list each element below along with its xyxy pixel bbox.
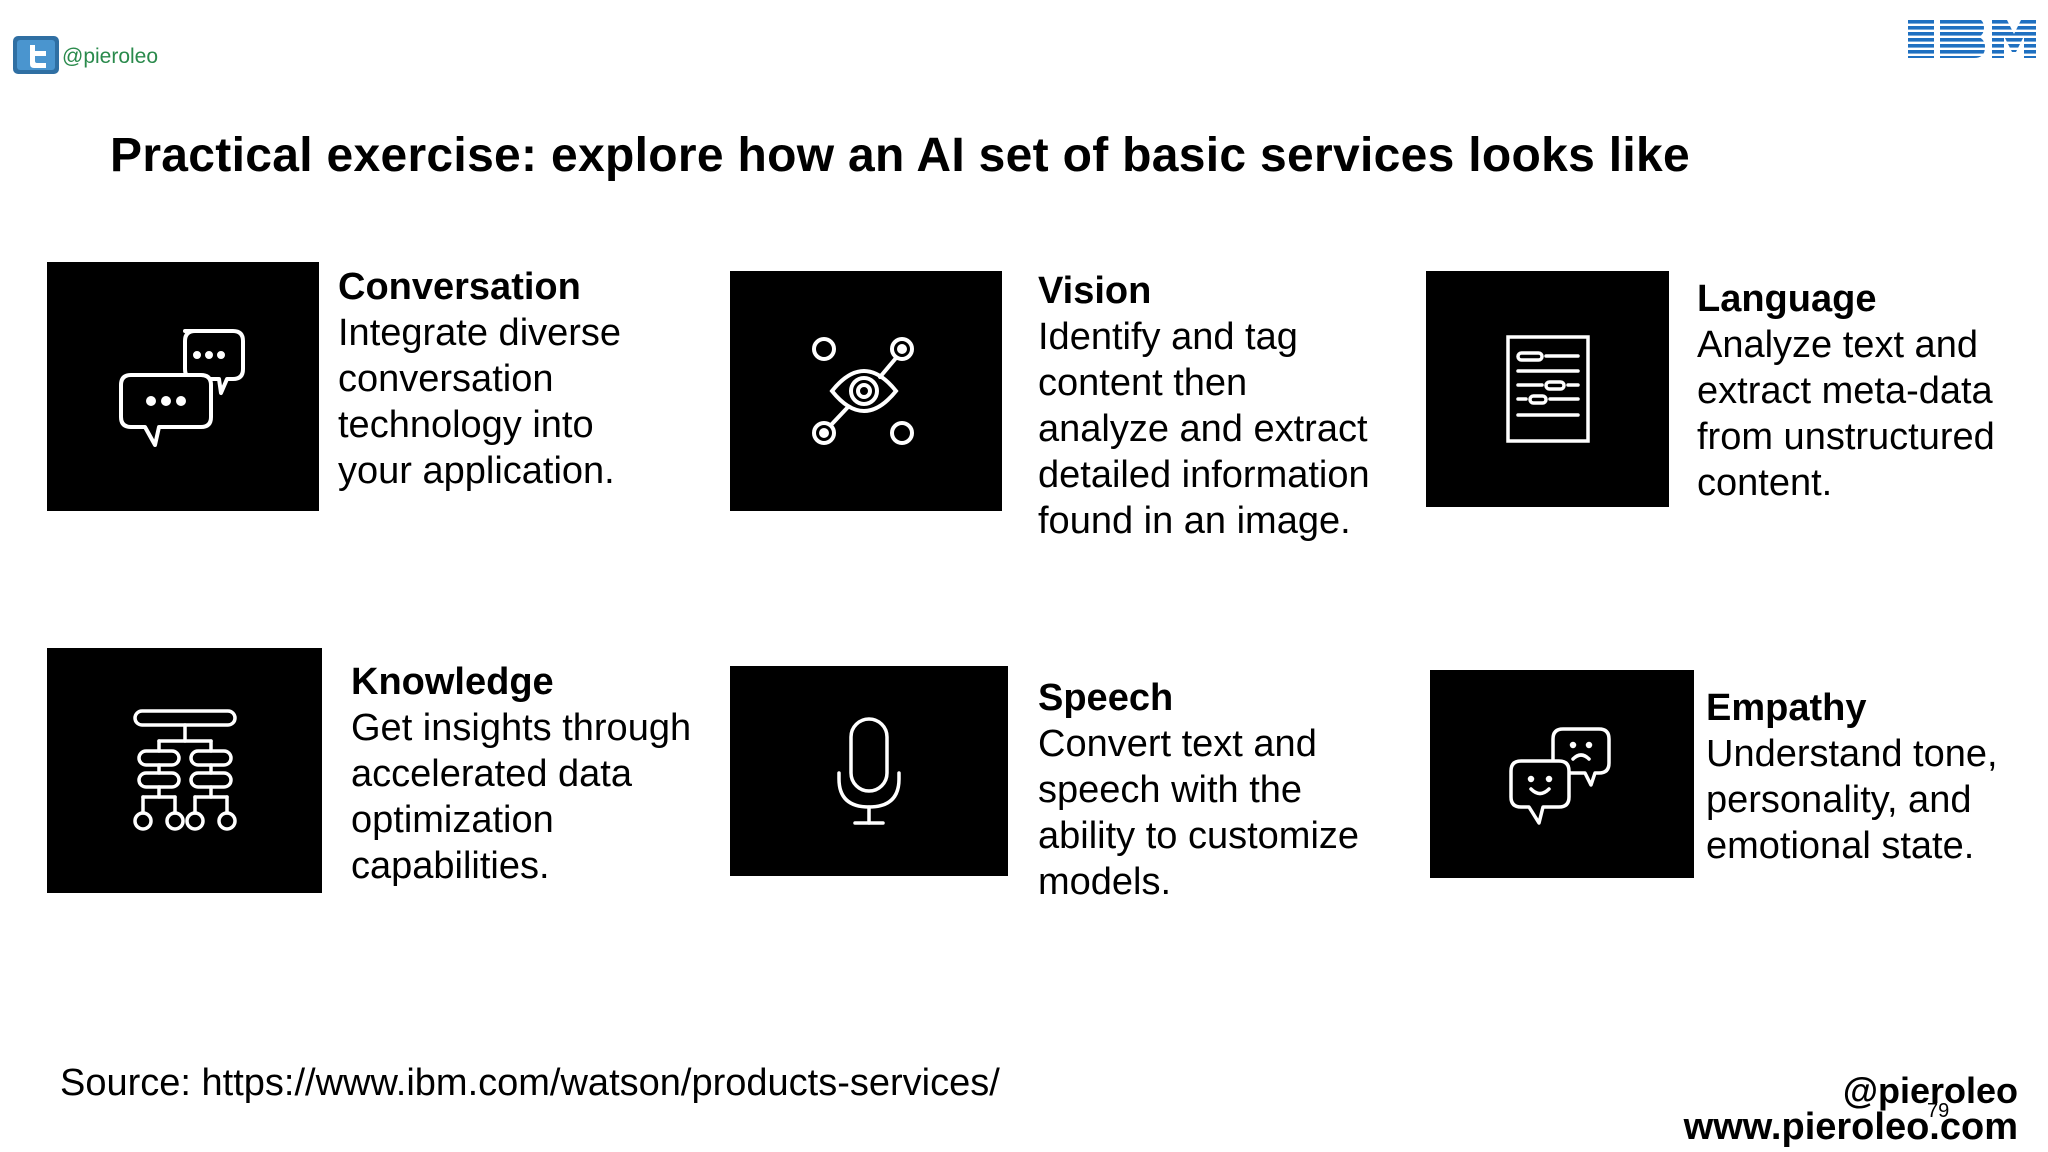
service-conversation: Conversation Integrate diverse conversat… [338,264,668,494]
vision-tile [730,271,1002,511]
service-title: Language [1697,278,1877,320]
service-language: Language Analyze text and extract meta-d… [1697,276,2027,506]
language-tile [1426,271,1669,507]
service-title: Speech [1038,677,1174,719]
conversation-tile [47,262,319,511]
twitter-handle: @pieroleo [62,45,159,68]
service-title: Conversation [338,266,581,308]
service-speech: Speech Convert text and speech with the … [1038,675,1408,905]
service-empathy: Empathy Understand tone, personality, an… [1706,685,2026,869]
document-icon [1505,335,1590,443]
footer-website: www.pieroleo.com [1683,1106,2018,1148]
twitter-icon [13,36,59,74]
service-description: Identify and tag content then analyze an… [1038,316,1370,542]
slide-title: Practical exercise: explore how an AI se… [110,129,1690,182]
speech-tile [730,666,1008,876]
service-description: Integrate diverse conversation technolog… [338,312,622,492]
service-title: Knowledge [351,661,554,703]
hierarchy-icon [132,708,237,831]
twitter-badge [13,34,61,74]
footer-twitter-handle: @pieroleo [1842,1070,2018,1111]
emotion-bubbles-icon [1509,727,1611,825]
service-knowledge: Knowledge Get insights through accelerat… [351,659,721,889]
ibm-logo [1908,14,2038,62]
chat-bubbles-icon [119,328,245,447]
service-title: Vision [1038,270,1152,312]
service-vision: Vision Identify and tag content then ana… [1038,268,1388,544]
source-citation: Source: https://www.ibm.com/watson/produ… [60,1062,1000,1104]
empathy-tile [1430,670,1694,878]
page-number: 79 [1927,1100,1950,1122]
service-description: Convert text and speech with the ability… [1038,723,1360,903]
microphone-icon [837,717,901,825]
eye-network-icon [812,337,914,445]
service-description: Analyze text and extract meta-data from … [1697,324,1995,504]
knowledge-tile [47,648,322,893]
service-description: Get insights through accelerated data op… [351,707,692,887]
service-title: Empathy [1706,687,1867,729]
service-description: Understand tone, personality, and emotio… [1706,733,1998,867]
